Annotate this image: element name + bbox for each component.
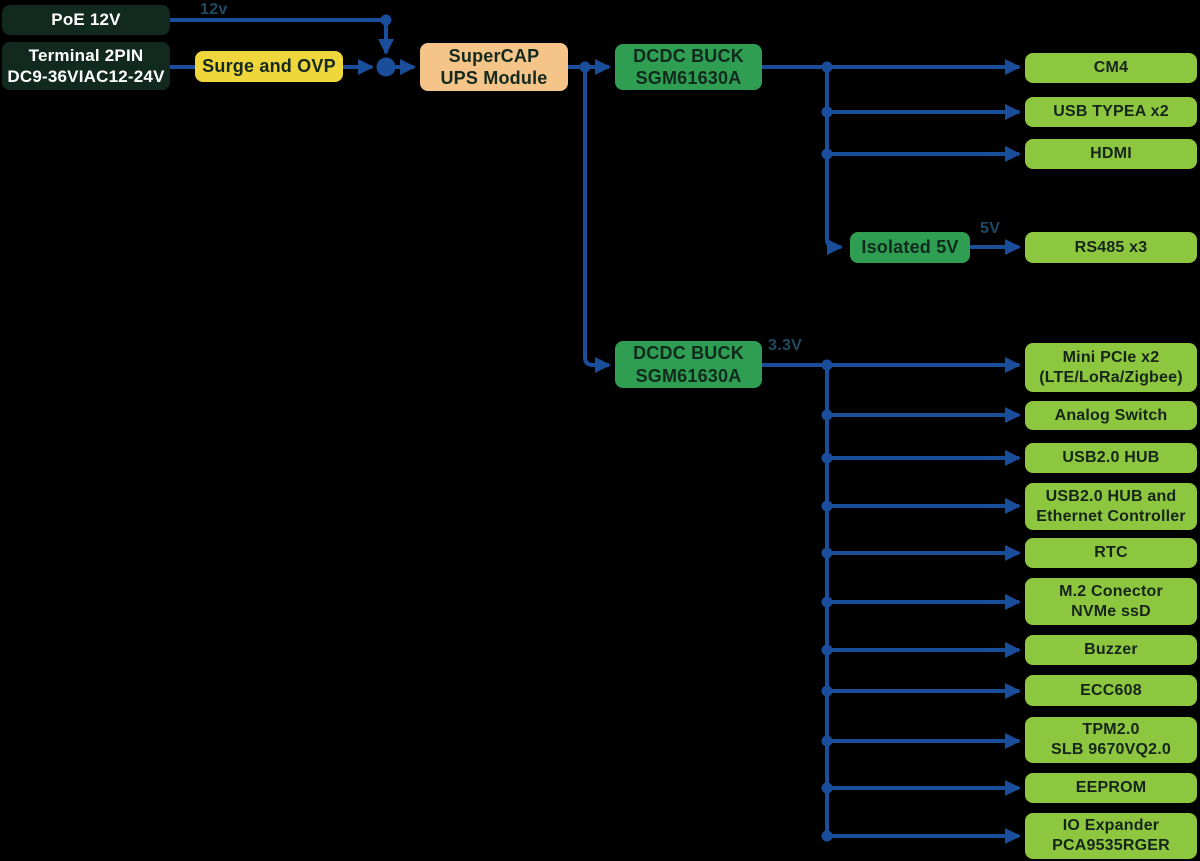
junction-dot — [821, 106, 833, 118]
node-supercap-ups: SuperCAP UPS Module — [420, 43, 568, 91]
node-cm4-label: CM4 — [1093, 59, 1129, 76]
node-terminal-2pin-label: Terminal 2PIN DC9-36VIAC12-24V — [7, 45, 165, 86]
node-tpm2: TPM2.0 SLB 9670VQ2.0 — [1025, 717, 1197, 763]
junction-dot — [821, 644, 833, 656]
junction-dot — [821, 61, 833, 73]
junction-dots — [376, 14, 833, 842]
node-surge-ovp: Surge and OVP — [195, 51, 343, 82]
node-usb2-hub-ethernet-label: USB2.0 HUB and Ethernet Controller — [1036, 487, 1186, 525]
bus-5v — [825, 69, 843, 255]
node-ecc608: ECC608 — [1025, 675, 1197, 706]
node-hdmi: HDMI — [1025, 139, 1197, 169]
node-isolated-5v: Isolated 5V — [850, 232, 970, 263]
node-usb2-hub: USB2.0 HUB — [1025, 443, 1197, 473]
node-supercap-ups-label: SuperCAP UPS Module — [440, 45, 548, 89]
node-tpm2-label: TPM2.0 SLB 9670VQ2.0 — [1051, 721, 1171, 758]
node-rtc: RTC — [1025, 538, 1197, 568]
node-terminal-2pin: Terminal 2PIN DC9-36VIAC12-24V — [2, 42, 170, 90]
node-isolated-5v-label: Isolated 5V — [861, 237, 959, 258]
junction-dot-main — [376, 57, 396, 77]
node-dcdc-buck-5v-label: DCDC BUCK SGM61630A — [633, 45, 744, 89]
junction-dot — [821, 148, 833, 160]
junction-dot — [821, 782, 833, 794]
junction-dot — [821, 830, 833, 842]
node-cm4: CM4 — [1025, 53, 1197, 83]
junction-dot — [821, 409, 833, 421]
voltage-label-5v: 5V — [980, 220, 1001, 237]
voltage-label-3v3: 3.3V — [768, 337, 803, 354]
node-poe-12v: PoE 12V — [2, 5, 170, 35]
node-surge-ovp-label: Surge and OVP — [202, 56, 336, 77]
node-eeprom-label: EEPROM — [1075, 779, 1147, 796]
node-m2-connector-label: M.2 Conector NVMe ssD — [1059, 582, 1163, 620]
node-usb2-hub-ethernet: USB2.0 HUB and Ethernet Controller — [1025, 483, 1197, 530]
junction-dot — [579, 61, 591, 73]
node-io-expander-label: IO Expander PCA9535RGER — [1052, 817, 1170, 854]
node-dcdc-buck-3v3: DCDC BUCK SGM61630A — [615, 341, 762, 388]
node-io-expander: IO Expander PCA9535RGER — [1025, 813, 1197, 859]
voltage-label-12v: 12v — [200, 1, 228, 18]
node-usb-typea: USB TYPEA x2 — [1025, 97, 1197, 127]
node-usb2-hub-label: USB2.0 HUB — [1062, 449, 1160, 466]
node-mini-pcie-label: Mini PCIe x2 (LTE/LoRa/Zigbee) — [1039, 348, 1183, 386]
junction-dot — [821, 596, 833, 608]
junction-dot — [821, 500, 833, 512]
junction-dot — [821, 735, 833, 747]
node-buzzer-label: Buzzer — [1084, 641, 1138, 658]
node-m2-connector: M.2 Conector NVMe ssD — [1025, 578, 1197, 625]
node-dcdc-buck-5v: DCDC BUCK SGM61630A — [615, 44, 762, 90]
junction-dot — [821, 547, 833, 559]
node-hdmi-label: HDMI — [1090, 145, 1132, 162]
junction-dot — [380, 14, 392, 26]
node-buzzer: Buzzer — [1025, 635, 1197, 665]
junction-dot — [821, 359, 833, 371]
node-analog-switch: Analog Switch — [1025, 401, 1197, 430]
node-rtc-label: RTC — [1094, 544, 1128, 561]
node-mini-pcie: Mini PCIe x2 (LTE/LoRa/Zigbee) — [1025, 343, 1197, 392]
node-dcdc-buck-3v3-label: DCDC BUCK SGM61630A — [633, 343, 744, 386]
node-poe-12v-label: PoE 12V — [51, 10, 121, 30]
node-usb-typea-label: USB TYPEA x2 — [1053, 103, 1169, 120]
node-ecc608-label: ECC608 — [1080, 681, 1142, 699]
node-rs485-label: RS485 x3 — [1074, 238, 1148, 256]
junction-dot — [821, 452, 833, 464]
node-eeprom: EEPROM — [1025, 773, 1197, 803]
node-rs485: RS485 x3 — [1025, 232, 1197, 263]
node-analog-switch-label: Analog Switch — [1054, 406, 1168, 424]
junction-dot — [821, 685, 833, 697]
connector-tap-to-buck3v3 — [583, 69, 611, 373]
